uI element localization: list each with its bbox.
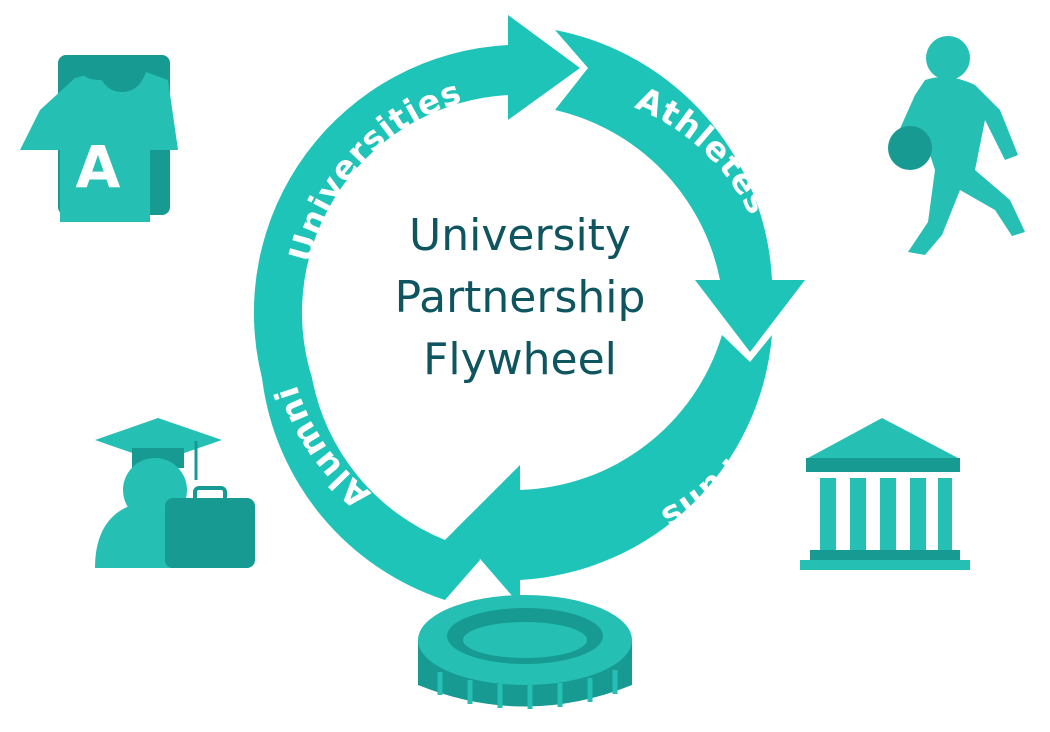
jersey-letter: A — [76, 133, 121, 201]
graduate-briefcase-icon — [95, 418, 255, 568]
segment-arrow-universities — [253, 15, 580, 378]
jersey-icon: A — [20, 55, 178, 222]
segment-arrow-alumni — [262, 378, 480, 600]
segment-arrow-fans — [455, 335, 772, 605]
stadium-icon — [418, 595, 632, 709]
flywheel-ring — [253, 15, 805, 605]
institution-building-icon — [800, 418, 970, 570]
segment-arrow-athletes — [555, 30, 805, 352]
title-line-2: Partnership — [395, 272, 646, 323]
title-line-1: University — [409, 210, 631, 261]
basketball-player-icon — [888, 36, 1025, 255]
center-title: University Partnership Flywheel — [395, 210, 646, 385]
title-line-3: Flywheel — [423, 334, 617, 385]
